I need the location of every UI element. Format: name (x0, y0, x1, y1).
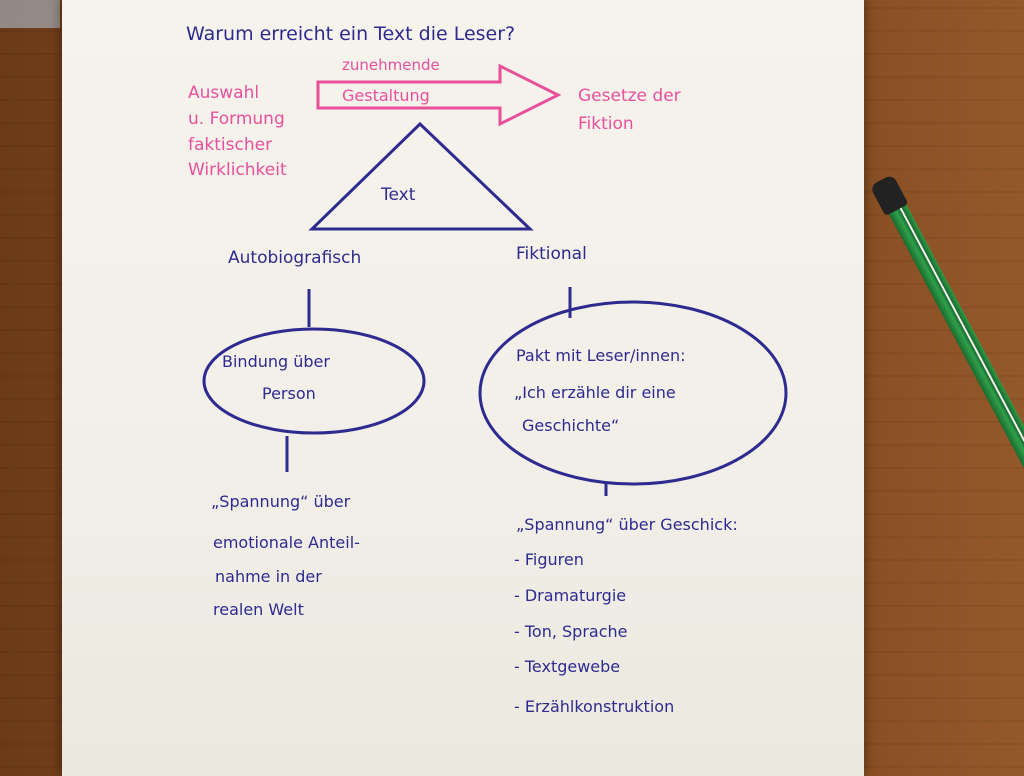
fact-line-1: Auswahl (188, 83, 259, 103)
background-object (0, 0, 60, 28)
branch-left-title: Autobiografisch (228, 248, 361, 268)
left-note-1: „Spannung“ über (211, 492, 351, 511)
paper-sheet (62, 0, 864, 776)
left-bubble (202, 327, 426, 435)
triangle-label: Text (380, 185, 416, 205)
right-note-6: - Erzählkonstruktion (514, 697, 674, 716)
right-note-4: - Ton, Sprache (514, 622, 628, 641)
right-bubble-line-1: Pakt mit Leser/innen: (516, 346, 685, 365)
gestaltung-arrow (316, 63, 562, 127)
right-note-3: - Dramaturgie (514, 586, 626, 605)
right-note-1: „Spannung“ über Geschick: (516, 515, 738, 534)
fact-line-3: faktischer (188, 135, 272, 155)
right-bubble (478, 300, 788, 486)
fiction-laws-line-2: Fiktion (578, 114, 634, 134)
right-note-2: - Figuren (514, 550, 584, 569)
right-bubble-line-3: Geschichte“ (522, 416, 619, 435)
arrow-inside-label: Gestaltung (342, 86, 430, 105)
fact-line-4: Wirklichkeit (188, 160, 287, 180)
question-title: Warum erreicht ein Text die Leser? (186, 23, 515, 45)
branch-right-title: Fiktional (516, 244, 587, 264)
left-bubble-line-2: Person (262, 384, 316, 403)
left-bubble-line-1: Bindung über (222, 352, 330, 371)
fact-line-2: u. Formung (188, 109, 285, 129)
arrow-top-label: zunehmende (342, 56, 440, 74)
left-note-4: realen Welt (213, 600, 304, 619)
right-bubble-line-2: „Ich erzähle dir eine (514, 383, 676, 402)
right-note-5: - Textgewebe (514, 657, 620, 676)
left-note-3: nahme in der (215, 567, 322, 586)
left-note-2: emotionale Anteil- (213, 533, 360, 552)
fiction-laws-line-1: Gesetze der (578, 86, 681, 106)
text-triangle (308, 121, 534, 231)
